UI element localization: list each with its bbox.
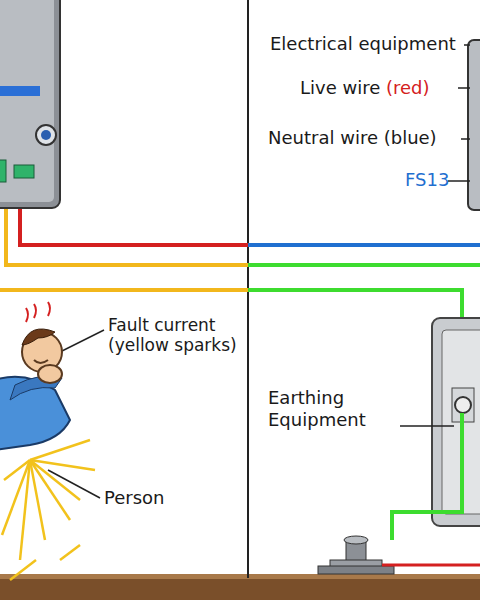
neutral-label: Neutral wire (blue) xyxy=(268,127,437,149)
device-box xyxy=(0,0,60,208)
person-figure xyxy=(0,302,70,450)
earthing-label: Earthing Equipment xyxy=(268,387,398,430)
yellow-wire xyxy=(6,208,248,265)
live-label: Live wire xyxy=(300,77,380,98)
colour-note: (red) xyxy=(386,77,430,98)
yellow-wire xyxy=(0,288,248,292)
leader-line xyxy=(48,45,470,498)
sparks xyxy=(2,440,95,580)
earthing-box xyxy=(432,318,480,526)
earth-wire xyxy=(248,290,462,395)
earth-wire xyxy=(392,413,462,540)
fuse-label: FS13 xyxy=(405,169,449,191)
equipment-box xyxy=(468,40,480,210)
equipment-label: Electrical equipment xyxy=(270,33,456,55)
ground xyxy=(0,578,480,600)
person-label: Person xyxy=(104,487,165,509)
fault-label: Fault current (yellow sparks) xyxy=(108,315,243,356)
neutral-wire xyxy=(248,243,480,247)
live-label-row: Live wire (red) xyxy=(300,77,430,99)
earth-wire xyxy=(248,263,480,267)
live-wire xyxy=(20,208,248,245)
